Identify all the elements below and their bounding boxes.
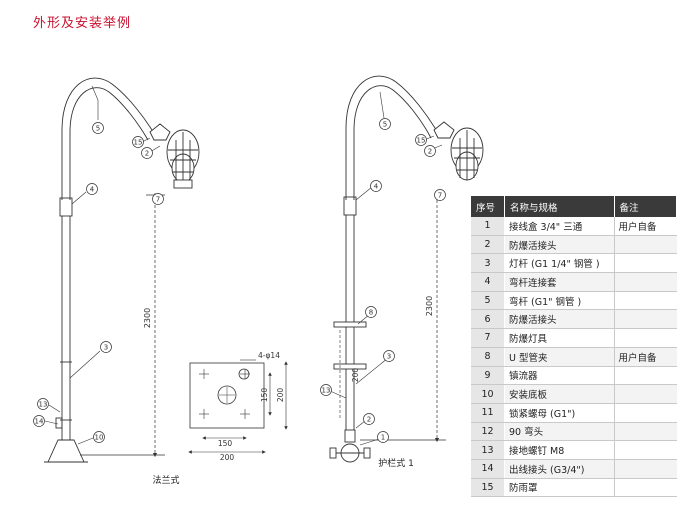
svg-text:15: 15 <box>134 139 143 147</box>
svg-text:3: 3 <box>104 344 108 352</box>
parts-table-header: 序号 名称与规格 备注 <box>471 196 677 217</box>
svg-text:7: 7 <box>156 196 160 204</box>
right-clamp-dim: 200 <box>351 368 360 383</box>
svg-text:15: 15 <box>417 137 426 145</box>
svg-text:4: 4 <box>90 186 95 194</box>
left-caption: 法兰式 <box>152 474 179 486</box>
flange-dim-outer-w: 200 <box>220 453 235 462</box>
svg-text:5: 5 <box>383 121 387 129</box>
svg-text:8: 8 <box>369 309 373 317</box>
svg-text:7: 7 <box>438 192 442 200</box>
svg-text:1: 1 <box>381 434 385 442</box>
svg-text:2: 2 <box>428 148 432 156</box>
svg-text:4: 4 <box>374 183 379 191</box>
svg-text:2: 2 <box>145 150 149 158</box>
svg-text:2: 2 <box>367 416 371 424</box>
right-pole-assembly <box>329 75 484 463</box>
flange-dim-inner-w: 150 <box>218 439 233 448</box>
flange-hole-label: 4-φ14 <box>258 351 280 360</box>
callout-5: 5 <box>96 125 100 133</box>
flange-plate <box>188 359 288 454</box>
header-no: 序号 <box>471 196 505 217</box>
page-title: 外形及安装举例 <box>33 16 132 31</box>
left-pole-callouts: 5 15 2 4 7 3 13 14 10 <box>33 122 164 443</box>
header-name: 名称与规格 <box>504 196 615 217</box>
header-note: 备注 <box>614 196 677 217</box>
svg-text:3: 3 <box>387 353 391 361</box>
svg-text:13: 13 <box>39 401 48 409</box>
svg-text:13: 13 <box>322 387 331 395</box>
svg-text:10: 10 <box>95 434 104 442</box>
right-caption: 护栏式 1 <box>378 457 414 469</box>
svg-text:14: 14 <box>35 418 44 426</box>
flange-dim-inner-h: 150 <box>260 388 269 403</box>
left-height-dim: 2300 <box>143 308 152 328</box>
right-height-dim: 2300 <box>425 296 434 316</box>
right-pole-callouts: 5 15 2 4 7 8 3 13 2 1 <box>320 118 446 443</box>
left-pole-assembly <box>44 77 200 463</box>
left-lamp <box>149 123 200 189</box>
flange-dim-outer-h: 200 <box>276 388 285 403</box>
right-lamp <box>433 121 484 181</box>
